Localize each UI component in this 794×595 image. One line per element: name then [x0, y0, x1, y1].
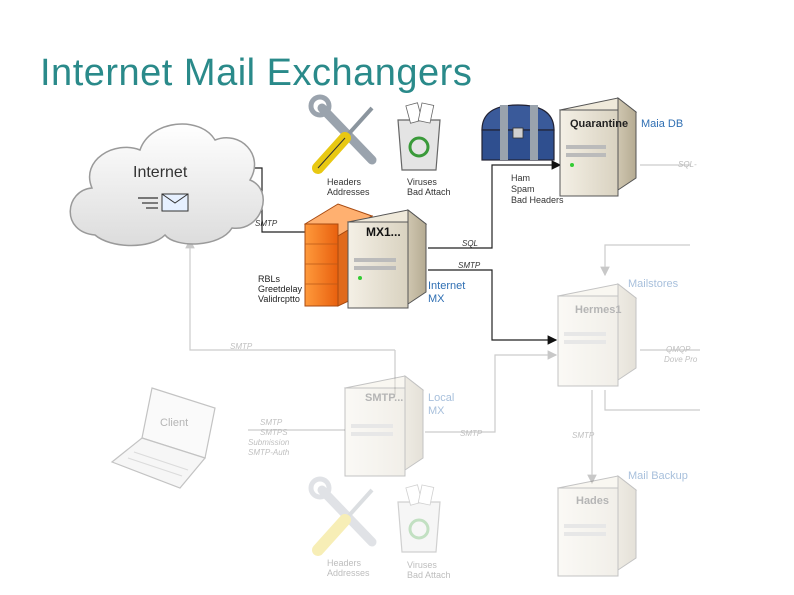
bad-attach-top-label: Bad Attach [407, 187, 451, 197]
recycle-bin-icon [397, 102, 441, 171]
wrench-screwdriver-icon [308, 94, 377, 174]
addresses-bottom-label: Addresses [327, 568, 370, 578]
local-mx-label-2: MX [428, 405, 445, 417]
spam-label: Spam [511, 184, 535, 194]
mx1-node: MX1... Internet MX [303, 203, 465, 309]
server-icon [556, 474, 638, 577]
server-icon [346, 208, 428, 309]
greetdelay-label: Greetdelay [258, 284, 303, 294]
client-label: Client [160, 417, 188, 429]
qmqp-label: QMQP [666, 345, 691, 354]
rbls-label: RBLs [258, 274, 281, 284]
viruses-tool-top: Viruses Bad Attach [397, 102, 451, 197]
server-icon [558, 96, 638, 197]
client-smtp-auth-label: SMTP-Auth [248, 448, 290, 457]
quarantine-label: Quarantine [570, 118, 628, 130]
wrench-screwdriver-icon [308, 476, 377, 556]
viruses-bottom-label: Viruses [407, 560, 437, 570]
client-smtps-label: SMTPS [260, 428, 288, 437]
client-smtp-label: SMTP [260, 418, 283, 427]
internet-cloud: Internet [69, 123, 264, 247]
sql-maia-label: SQL- [678, 160, 697, 169]
viruses-tool-bottom [397, 484, 441, 553]
mx1-label: MX1... [366, 225, 401, 239]
local-mx-label-1: Local [428, 392, 454, 404]
smtp-internet-label: SMTP [255, 219, 278, 228]
client-node [110, 387, 216, 489]
headers-tool-top: Headers Addresses [308, 94, 377, 197]
smtp-back-label: SMTP [230, 342, 253, 351]
server-icon [556, 282, 638, 387]
maia-db-label: Maia DB [641, 118, 683, 130]
ham-label: Ham [511, 173, 530, 183]
hermes1-node [556, 282, 638, 387]
hermes1-label: Hermes1 [575, 304, 621, 316]
internet-mx-label-1: Internet [428, 280, 465, 292]
smtp-local-label: SMTP... [365, 392, 403, 404]
client-submission-label: Submission [248, 438, 290, 447]
headers-bottom-label: Headers [327, 558, 362, 568]
mailstores-label: Mailstores [628, 278, 679, 290]
headers-top-label: Headers [327, 177, 362, 187]
treasure-chest-icon [481, 104, 555, 161]
viruses-top-label: Viruses [407, 177, 437, 187]
quarantine-server: Quarantine Maia DB [558, 96, 683, 197]
dove-label: Dove Pro [664, 355, 698, 364]
bad-attach-bottom-label: Bad Attach [407, 570, 451, 580]
server-icon [343, 374, 425, 477]
internet-mx-label-2: MX [428, 293, 445, 305]
hades-label: Hades [576, 495, 609, 507]
mail-backup-label: Mail Backup [628, 470, 688, 482]
addresses-top-label: Addresses [327, 187, 370, 197]
smtp-local-out-label: SMTP [460, 429, 483, 438]
sql-mx-label: SQL [462, 239, 478, 248]
bad-headers-label: Bad Headers [511, 195, 564, 205]
laptop-icon [110, 387, 216, 489]
headers-tool-bottom [308, 476, 377, 556]
internet-label: Internet [133, 164, 188, 181]
smtp-mx-label: SMTP [458, 261, 481, 270]
cloud-icon [69, 123, 264, 247]
slide-title: Internet Mail Exchangers [40, 52, 473, 94]
envelope-icon [138, 193, 189, 212]
hades-node [556, 474, 638, 577]
smtp-hades-label: SMTP [572, 431, 595, 440]
faded-connectors [185, 164, 700, 485]
recycle-bin-icon [397, 484, 441, 553]
validrcptto-label: Validrcptto [258, 294, 300, 304]
smtp-local-node [343, 374, 425, 477]
